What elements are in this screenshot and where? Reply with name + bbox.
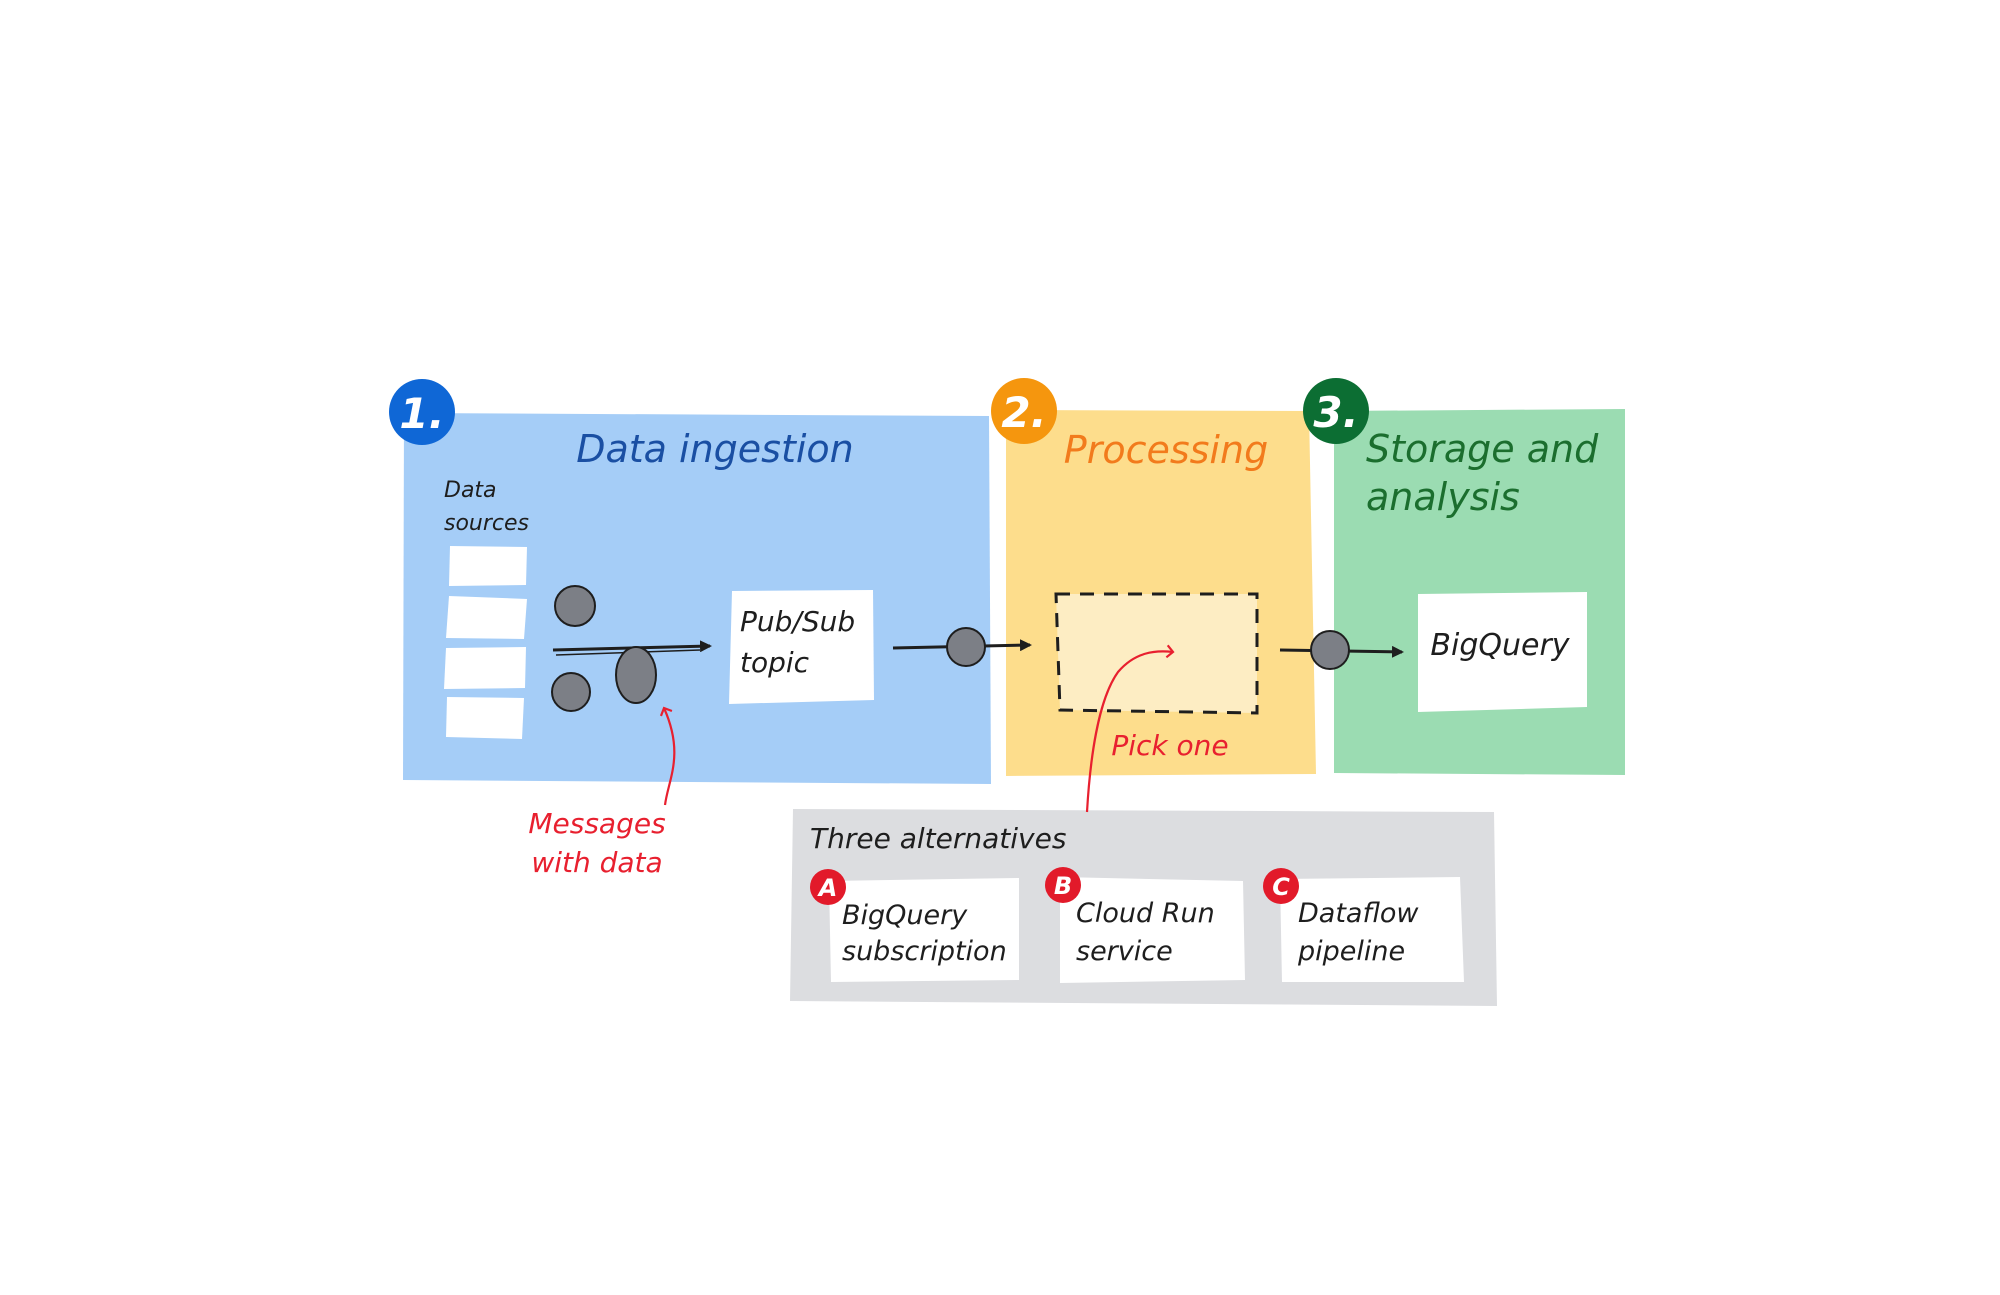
badge-3-circle <box>1303 378 1369 444</box>
alternative-a-line2: subscription <box>842 936 1007 967</box>
pick-one-arrow <box>1085 644 1175 813</box>
messages-annotation-line2: with data <box>531 846 662 879</box>
message-dot <box>554 585 596 627</box>
message-dot <box>946 627 986 667</box>
processing-placeholder-box <box>1054 592 1259 715</box>
alternative-c-line1: Dataflow <box>1298 898 1419 929</box>
pick-one-annotation: Pick one <box>1111 729 1228 762</box>
message-dot <box>615 646 657 704</box>
processing-section: 2. Processing Pick one <box>892 378 1316 776</box>
alternative-b-line2: service <box>1076 936 1173 967</box>
bigquery-card <box>1418 592 1587 712</box>
alternatives-title: Three alternatives <box>810 822 1066 855</box>
badge-2-label: 2. <box>1001 388 1046 437</box>
alternatives-section: Three alternatives A BigQuery subscripti… <box>790 809 1497 1006</box>
data-sources-label-line1: Data <box>444 478 497 503</box>
storage-title-line2: analysis <box>1366 475 1520 519</box>
message-dot <box>551 672 591 712</box>
alternative-b-line1: Cloud Run <box>1076 898 1215 929</box>
alternative-badge-b-label: B <box>1054 872 1072 900</box>
messages-annotation: Messages with data <box>528 706 676 879</box>
data-source-card <box>444 647 526 689</box>
ingestion-title: Data ingestion <box>576 427 854 471</box>
alternative-a-line1: BigQuery <box>842 900 968 931</box>
alternative-badge-a-circle <box>810 869 846 905</box>
processing-title: Processing <box>1064 428 1268 472</box>
data-sources-label-line2: sources <box>444 511 529 536</box>
storage-title-line1: Storage and <box>1366 427 1599 471</box>
alternative-badge-a-label: A <box>817 874 838 902</box>
badge-3-label: 3. <box>1313 388 1358 437</box>
data-source-card <box>449 546 527 586</box>
message-dot <box>1310 630 1350 670</box>
alternative-card-a <box>829 878 1019 982</box>
alternative-badge-b-circle <box>1045 867 1081 903</box>
alternative-badge-c-label: C <box>1272 873 1290 901</box>
data-source-card <box>446 596 527 639</box>
alternative-badge-c-circle <box>1263 868 1299 904</box>
messages-annotation-line1: Messages <box>528 807 665 840</box>
alternative-c-line2: pipeline <box>1297 936 1405 967</box>
badge-1-label: 1. <box>399 389 444 438</box>
pubsub-topic-line1: Pub/Sub <box>740 605 855 638</box>
badge-1-circle <box>389 379 455 445</box>
data-source-card <box>446 697 524 739</box>
messages-annotation-arrow <box>659 706 676 806</box>
alternative-card-b <box>1060 877 1245 983</box>
badge-2-circle <box>991 378 1057 444</box>
pubsub-topic-card <box>729 590 874 704</box>
pubsub-topic-line2: topic <box>740 646 810 679</box>
ingestion-section: 1. Data ingestion Data sources Pub/Sub t… <box>389 379 991 784</box>
bigquery-label: BigQuery <box>1430 628 1570 663</box>
alternative-card-c <box>1280 877 1464 982</box>
storage-section: 3. Storage and analysis BigQuery <box>1279 378 1625 775</box>
